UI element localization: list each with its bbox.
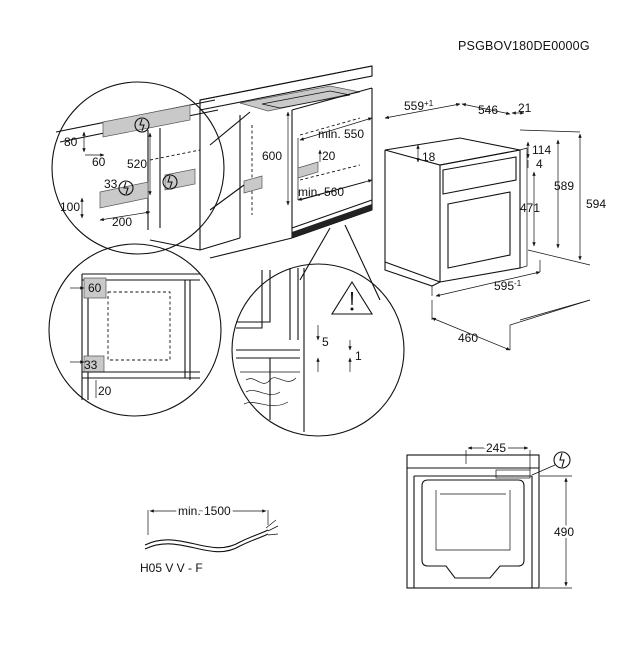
- callout-line: [299, 227, 331, 281]
- dim-21: 21: [518, 101, 532, 115]
- dim-589: 589: [554, 179, 574, 193]
- dim-18: 18: [422, 150, 436, 164]
- dim-20-cabinet: 20: [322, 149, 336, 163]
- document-code: PSGBOV180DE0000G: [458, 39, 590, 53]
- dim-5: 5: [322, 335, 329, 349]
- dim-594: 594: [586, 197, 606, 211]
- dim-490: 490: [554, 525, 574, 539]
- dim-60-top: 60: [92, 155, 106, 169]
- callout-line: [209, 184, 245, 211]
- dim-559: 559+1: [404, 99, 434, 113]
- dim-4: 4: [536, 157, 543, 171]
- dim-471: 471: [520, 201, 540, 215]
- dim-1: 1: [355, 349, 362, 363]
- dim-60-side: 60: [88, 281, 102, 295]
- cable-type-label: H05 V V - F: [140, 561, 203, 575]
- dim-595: 595-1: [494, 279, 522, 293]
- plug-icon: [134, 117, 150, 133]
- dim-460: 460: [458, 331, 478, 345]
- dim-min-550: min. 550: [318, 127, 364, 141]
- dim-200: 200: [112, 215, 132, 229]
- detail-circle-warning: 5 1: [231, 263, 405, 437]
- dim-80: 80: [64, 135, 78, 149]
- warning-triangle-icon: [331, 280, 373, 315]
- plug-icon: [118, 180, 134, 196]
- detail-circle-electrical: 80 60 520 33 100 200: [51, 81, 225, 255]
- socket-block: [243, 175, 263, 194]
- dim-33-top: 33: [104, 177, 118, 191]
- cabinet-perspective: 600 min. 550 20 min. 560: [149, 65, 373, 259]
- dim-114: 114: [532, 143, 551, 157]
- dim-100: 100: [60, 200, 80, 214]
- dim-520: 520: [127, 157, 147, 171]
- callout-line: [209, 111, 251, 146]
- callout-line: [344, 224, 381, 301]
- hob-cutout: [239, 85, 361, 112]
- dim-20-side: 20: [98, 384, 112, 398]
- detail-circle-gaps: 60 33 20: [48, 243, 222, 417]
- power-cable: min. 1500 H05 V V - F: [140, 502, 279, 575]
- dim-245: 245: [486, 441, 506, 455]
- dim-600: 600: [262, 149, 282, 163]
- dim-33-side: 33: [84, 358, 98, 372]
- oven-rear-view: 245 490: [406, 439, 577, 589]
- dim-min-560: min. 560: [298, 185, 344, 199]
- dim-min-1500: min. 1500: [178, 504, 231, 518]
- oven-perspective: 559+1 546 21 18 114 4 471 589 594 595-1 …: [384, 99, 606, 351]
- plug-icon: [162, 174, 178, 190]
- plug-icon: [531, 451, 571, 476]
- dim-546: 546: [478, 103, 498, 117]
